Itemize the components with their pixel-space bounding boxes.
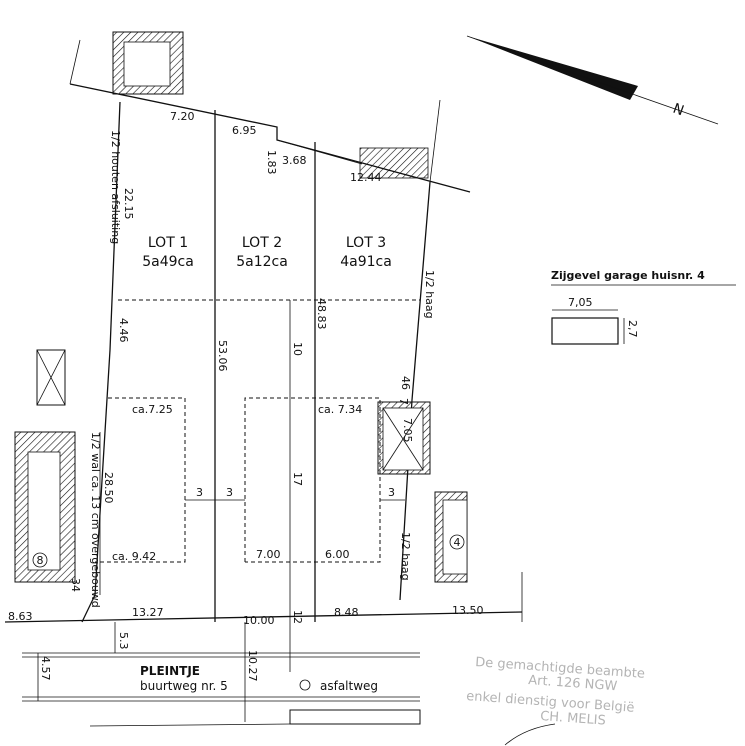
road-subtitle: buurtweg nr. 5 [140,679,228,693]
right-boundary [399,181,431,601]
lot-1-area: 5a49ca [142,254,194,270]
dim-mid-10: 10 [291,342,304,356]
dim-top-695: 6.95 [232,124,257,137]
dim-bot-1000: 10.00 [243,614,275,627]
left-boundary [81,101,121,623]
stamp-line-4: CH. MELIS [540,709,607,729]
dim-left-34: 34 [69,578,82,592]
garage-elevation [551,284,736,345]
dim-b-3a: 3 [196,486,203,499]
dim-bot-1327: 13.27 [132,606,164,619]
top-neighbour-building [69,31,184,95]
lot-2-area: 5a12ca [236,254,288,270]
dim-r-46: 46 [399,376,412,390]
label-left-fence: 1/2 houten afsluiting [109,130,122,244]
lot-3-area: 4a91ca [340,254,392,270]
house-number-left: 8 [37,554,44,567]
dim-r-705: 7.05 [401,418,414,443]
house-number-4-marker [449,534,465,550]
dim-b-ca734: ca. 7.34 [318,403,362,416]
north-arrow-icon: N [466,35,719,125]
dim-mid-4883: 48.83 [315,298,328,330]
dim-b-700: 7.00 [256,548,281,561]
dim-bot-848: 8.48 [334,606,359,619]
road-name: PLEINTJE [140,664,200,678]
dim-mid-5306: 53.06 [216,340,229,372]
dim-b-3b: 3 [226,486,233,499]
house-number-right: 4 [454,536,461,549]
right-neighbour-building [377,401,523,622]
dim-bot-863: 8.63 [8,610,33,623]
dim-b-600: 6.00 [325,548,350,561]
lot-1-name: LOT 1 [148,235,188,251]
road-pleintje [4,611,523,727]
dim-top-720: 7.20 [170,110,195,123]
garage-width: 7,05 [568,296,593,309]
dim-road-457: 4.57 [39,656,52,681]
dim-b-ca725: ca.7.25 [132,403,173,416]
building-outline-lot23 [244,397,381,563]
garage-title: Zijgevel garage huisnr. 4 [551,269,705,282]
top-right-hatched-building [359,147,429,179]
official-stamp: De gemachtigde beambte Art. 126 NGW enke… [466,655,645,746]
building-outline-lot1 [95,397,186,563]
dim-left-2215: 22.15 [122,188,135,220]
garage-height: 2,7 [626,320,639,338]
dim-top-183: 1.83 [265,150,278,175]
label-left-wall: 1/2 wal ca. 13 cm overgebouwd [89,432,102,608]
dim-b-ca942: ca. 9.42 [112,550,156,563]
dim-left-446: 4.46 [117,318,130,343]
road-surface: asfaltweg [320,679,378,693]
dim-bot-1350: 13.50 [452,604,484,617]
dim-road-1027: 10.27 [246,650,259,682]
dim-mid-12: 12 [291,610,304,624]
left-neighbour-building [14,349,101,595]
lot-2-name: LOT 2 [242,235,282,251]
label-right-bottom-hedge: 1/2 haag [399,532,412,581]
dim-left-2850: 28.50 [102,472,115,504]
dim-b-3c: 3 [388,486,395,499]
dim-r-7: 7 [397,398,410,405]
dim-top-1244: 12.44 [350,171,382,184]
lot-3-name: LOT 3 [346,235,386,251]
dim-mid-17: 17 [291,472,304,486]
dim-road-53: 5.3 [117,632,130,650]
north-label: N [671,101,686,120]
dim-top-368: 3.68 [282,154,307,167]
label-right-top-hedge: 1/2 haag [423,270,436,319]
stamp-line-2: Art. 126 NGW [528,673,618,694]
house-number-8-marker [32,552,48,568]
